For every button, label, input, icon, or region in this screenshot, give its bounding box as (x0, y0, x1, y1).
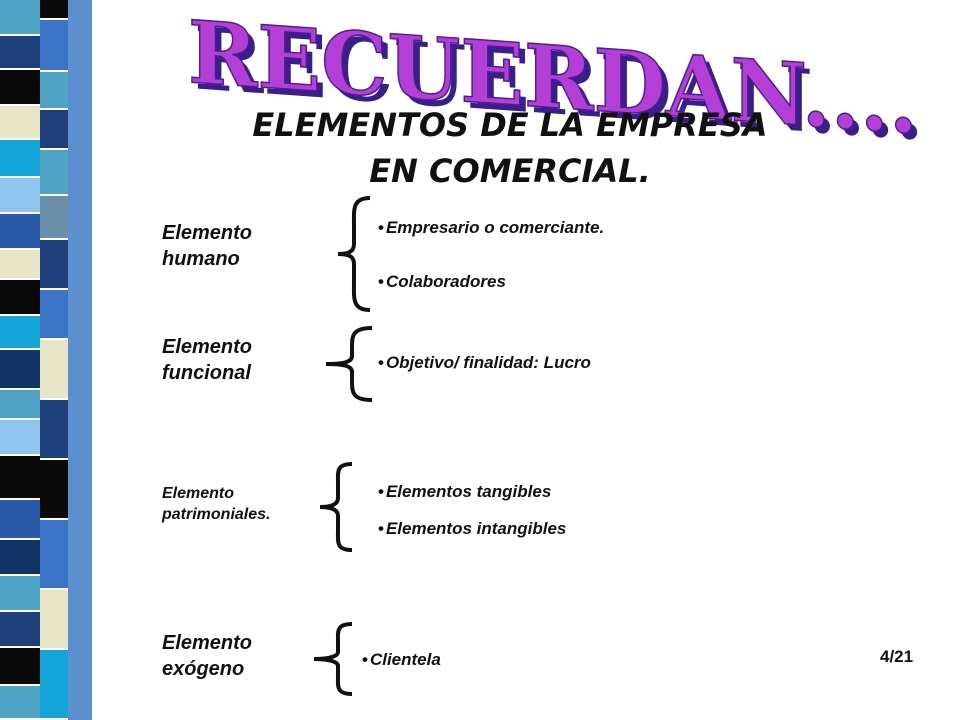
label-line: patrimoniales. (162, 505, 271, 523)
strip-band (40, 590, 68, 650)
label-elemento-humano: Elemento humano (162, 220, 252, 272)
bullet-dot: • (362, 650, 368, 669)
strip-band (40, 20, 68, 72)
curly-brace (312, 622, 354, 696)
strip-band (0, 420, 40, 456)
strip-band (40, 0, 68, 20)
strip-band (40, 340, 68, 400)
strip-band (0, 390, 40, 420)
strip-band (68, 0, 92, 720)
label-line: Elemento (162, 336, 253, 358)
strip-band (40, 400, 68, 460)
bullet-item: •Elementos intangibles (378, 519, 566, 539)
bullet-dot: • (378, 482, 384, 501)
strip-band (40, 72, 68, 110)
label-line: humano (162, 248, 240, 270)
strip-band (40, 150, 68, 196)
bullet-dot: • (378, 218, 384, 237)
bullet-item: •Colaboradores (378, 272, 506, 292)
page-indicator: 4/21 (880, 647, 914, 666)
strip-band (0, 70, 40, 106)
strip-band (0, 648, 40, 686)
label-elemento-funcional: Elemento funcional (162, 334, 252, 386)
page-title-line1: ELEMENTOS DE LA EMPRESA (252, 106, 768, 144)
strip-band (0, 106, 40, 140)
bullet-dot: • (378, 519, 384, 538)
strip-band (0, 316, 40, 350)
strip-band (0, 280, 40, 316)
decorative-color-strip (0, 0, 108, 720)
strip-band (0, 140, 40, 178)
strip-band (40, 110, 68, 150)
strip-band (40, 290, 68, 340)
strip-band (0, 540, 40, 576)
strip-band (0, 0, 40, 36)
strip-band (0, 456, 40, 500)
bullet-dot: • (378, 353, 384, 372)
strip-band (0, 350, 40, 390)
strip-band (0, 36, 40, 70)
label-line: exógeno (162, 658, 245, 680)
bullet-dot: • (378, 272, 384, 291)
curly-brace (322, 326, 374, 402)
bullet-text: Elementos tangibles (385, 482, 552, 501)
strip-band (40, 240, 68, 290)
wordart-svg: RECUERDAN.... RECUERDAN.... (187, 1, 924, 160)
strip-band (40, 196, 68, 240)
bullet-text: Clientela (369, 650, 441, 669)
bullet-text: Elementos intangibles (385, 519, 567, 538)
label-line: Elemento (162, 222, 253, 244)
strip-band (0, 500, 40, 540)
bullet-text: Empresario o comerciante. (385, 218, 605, 237)
label-line: funcional (162, 362, 251, 384)
wordart-heading: RECUERDAN.... RECUERDAN.... (178, 1, 938, 160)
bullet-item: •Clientela (362, 650, 441, 670)
strip-band (0, 214, 40, 250)
label-elemento-patrimoniales: Elemento patrimoniales. (162, 484, 270, 526)
strip-band (0, 178, 40, 214)
label-line: Elemento (162, 485, 235, 502)
strip-band (0, 576, 40, 612)
bullet-item: •Elementos tangibles (378, 482, 551, 502)
strip-band (0, 686, 40, 720)
strip-band (40, 460, 68, 520)
bullet-text: Colaboradores (385, 272, 506, 291)
bullet-item: •Objetivo/ finalidad: Lucro (378, 353, 591, 373)
curly-brace (336, 196, 372, 312)
bullet-text: Objetivo/ finalidad: Lucro (385, 353, 591, 372)
label-line: Elemento (162, 632, 253, 654)
strip-band (40, 650, 68, 720)
strip-band (0, 612, 40, 648)
strip-band (0, 250, 40, 280)
label-elemento-exogeno: Elemento exógeno (162, 630, 252, 682)
curly-brace (318, 462, 354, 552)
page-title-line2: EN COMERCIAL. (369, 152, 651, 190)
strip-band (40, 520, 68, 590)
bullet-item: •Empresario o comerciante. (378, 218, 604, 238)
